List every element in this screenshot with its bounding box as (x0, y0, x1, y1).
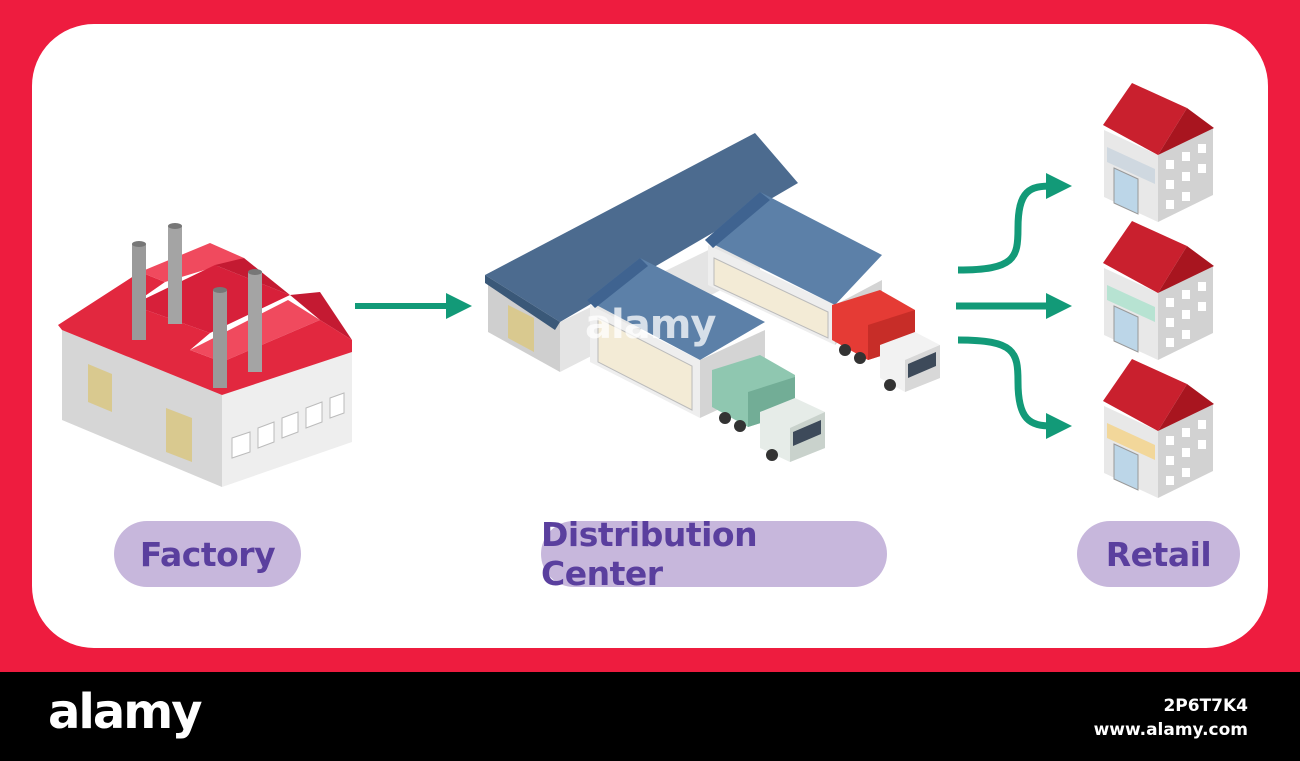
footer-bar: alamy 2P6T7K4 www.alamy.com (0, 672, 1300, 761)
red-truck-icon (832, 290, 940, 392)
site-url: www.alamy.com (1093, 720, 1248, 740)
retail-label: Retail (1077, 521, 1240, 587)
image-id: 2P6T7K4 (1163, 696, 1248, 716)
arrow-factory-to-distribution (355, 293, 472, 319)
factory-icon (58, 223, 352, 487)
alamy-logo: alamy (48, 684, 203, 740)
arrows-distribution-to-retail (956, 173, 1072, 439)
distribution-center-icon (485, 133, 940, 462)
green-truck-icon (712, 355, 825, 462)
supply-chain-illustration (58, 83, 1214, 498)
distribution-center-label: Distribution Center (541, 515, 887, 593)
watermark: alamy (585, 302, 716, 348)
retail-building-icon-1 (1103, 83, 1214, 222)
factory-label: Factory (114, 521, 301, 587)
retail-building-icon-3 (1103, 359, 1214, 498)
retail-building-icon-2 (1103, 221, 1214, 360)
